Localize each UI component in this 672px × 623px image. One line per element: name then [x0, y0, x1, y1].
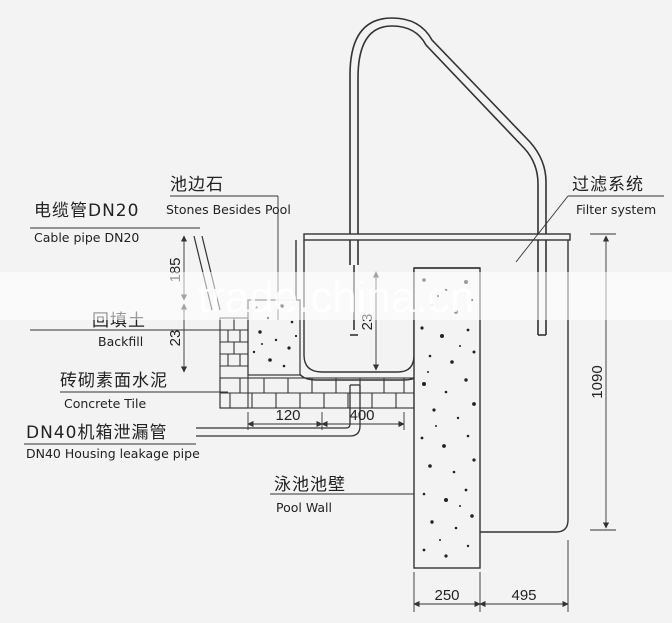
watermark-text: trade.china.cn — [198, 273, 474, 322]
cable-label-cn: 电缆管DN20 — [34, 201, 139, 221]
backfill-label-en: Backfill — [98, 334, 143, 349]
leak-label-en: DN40 Housing leakage pipe — [26, 446, 200, 461]
dim-120: 120 — [275, 407, 300, 424]
stones-label-en: Stones Besides Pool — [166, 202, 291, 217]
stones-label-cn: 池边石 — [170, 175, 224, 195]
coping-slab — [303, 233, 571, 241]
wall-label-cn: 泳池池壁 — [274, 475, 346, 495]
dim-400: 400 — [349, 407, 374, 424]
watermark-band — [0, 272, 672, 320]
leader-lines — [24, 195, 664, 495]
dim-250: 250 — [434, 587, 459, 604]
filter-label-en: Filter system — [576, 202, 656, 217]
tile-label-en: Concrete Tile — [64, 396, 146, 411]
tile-label-cn: 砖砌素面水泥 — [60, 371, 168, 391]
wall-label-en: Pool Wall — [276, 500, 332, 515]
dim-495: 495 — [511, 587, 536, 604]
dim-1090: 1090 — [589, 365, 606, 398]
cable-label-en: Cable pipe DN20 — [34, 230, 139, 245]
dim-23-left: 23 — [167, 330, 184, 347]
leak-label-cn: DN40机箱泄漏管 — [26, 423, 167, 443]
filter-label-cn: 过滤系统 — [572, 175, 644, 195]
pool-ladder-inner — [480, 240, 569, 533]
